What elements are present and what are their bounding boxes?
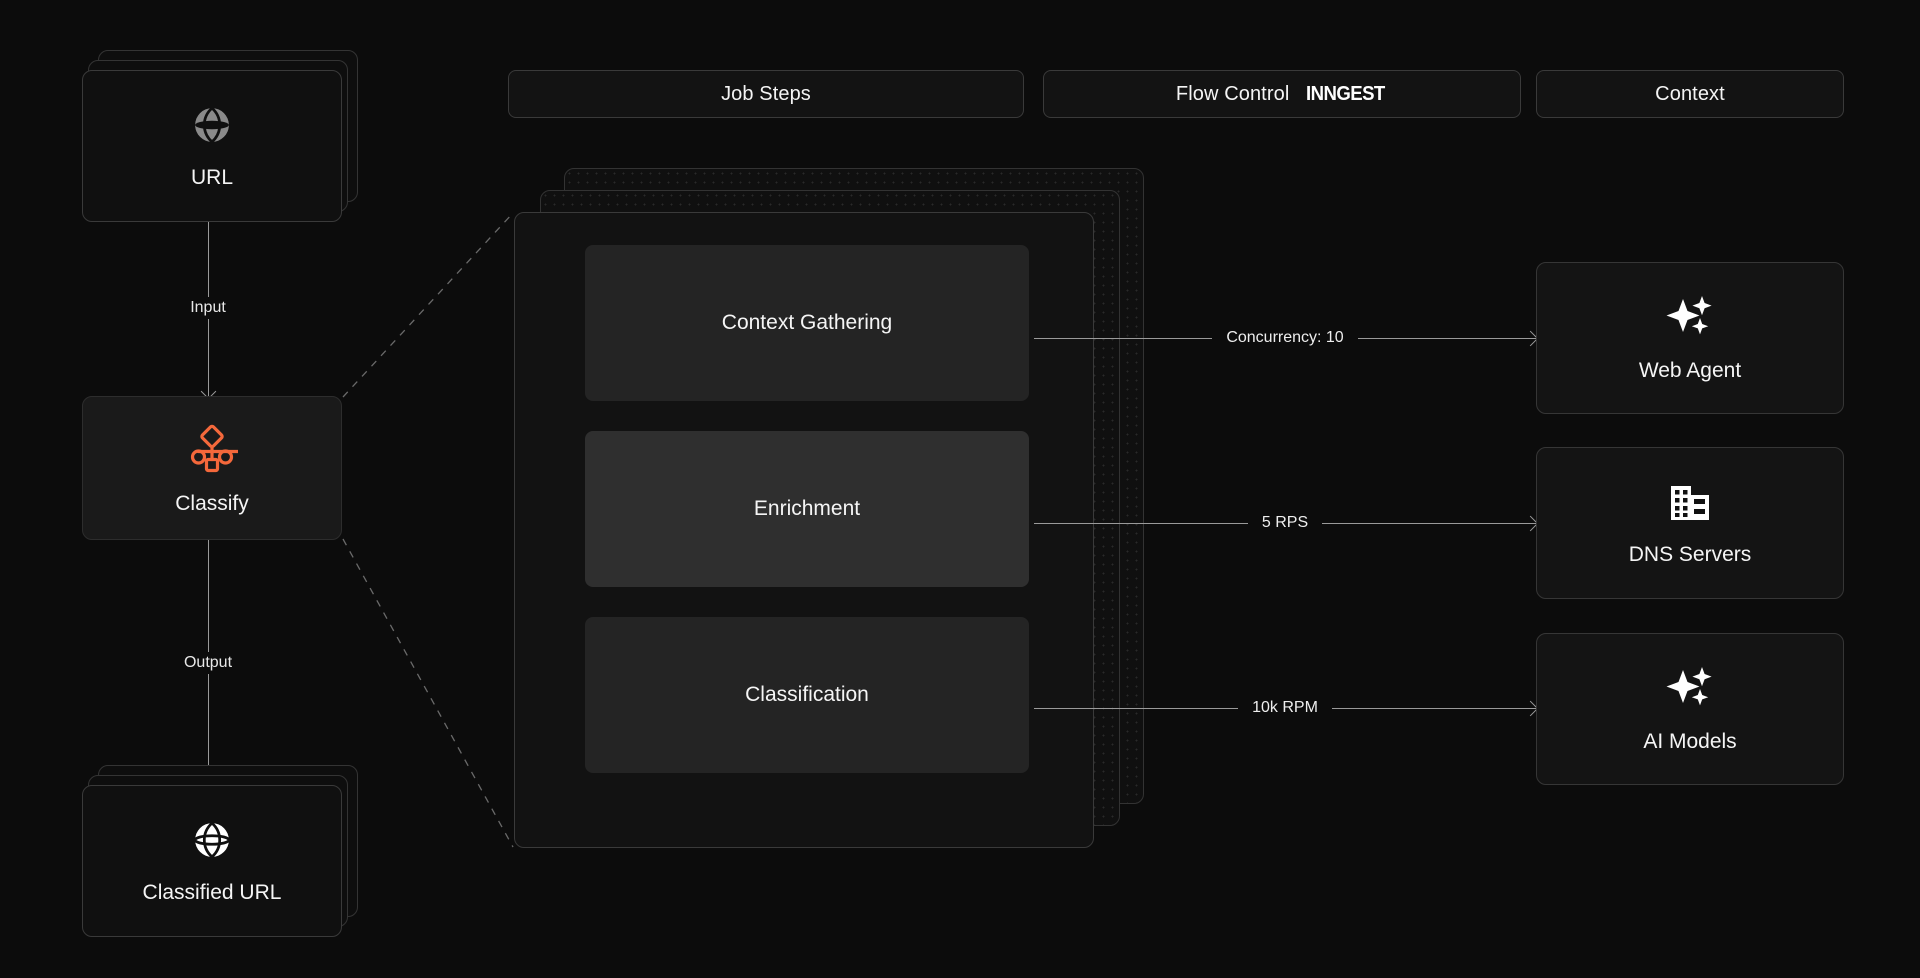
- job-step-context-gathering[interactable]: Context Gathering: [585, 245, 1029, 401]
- header-pill-flow-control[interactable]: Flow Control INNGEST: [1043, 70, 1521, 118]
- resource-ai-models[interactable]: AI Models: [1536, 633, 1844, 785]
- building-icon: [1667, 480, 1713, 529]
- resource-web-agent[interactable]: Web Agent: [1536, 262, 1844, 414]
- workflow-icon: [186, 421, 241, 478]
- inngest-logo: INNGEST: [1306, 82, 1386, 105]
- connector-line-left: [1034, 337, 1213, 339]
- header-pill-label: Flow Control: [1175, 82, 1290, 105]
- header-pill-context[interactable]: Context: [1536, 70, 1844, 118]
- sparkles-icon: [1664, 665, 1716, 716]
- resource-label: DNS Servers: [1628, 542, 1752, 566]
- connector-label: Concurrency: 10: [1226, 329, 1344, 346]
- header-pill-job-steps[interactable]: Job Steps: [508, 70, 1024, 118]
- header-pill-label: Context: [1655, 82, 1725, 105]
- edge-label-output: Output: [173, 652, 243, 674]
- edge-label-input: Input: [180, 297, 236, 319]
- globe-icon: [190, 103, 234, 152]
- sparkles-icon: [1664, 294, 1716, 345]
- node-classified-url-label: Classified URL: [142, 880, 282, 904]
- node-classify[interactable]: Classify: [82, 396, 342, 540]
- header-pill-label: Job Steps: [721, 82, 811, 105]
- job-step-enrichment[interactable]: Enrichment: [585, 431, 1029, 587]
- resource-label: Web Agent: [1638, 358, 1742, 382]
- job-step-classification[interactable]: Classification: [585, 617, 1029, 773]
- connector-line-right: [1331, 707, 1537, 709]
- connector-line-left: [1034, 707, 1239, 709]
- node-classify-label: Classify: [175, 491, 249, 515]
- node-url-label: URL: [190, 165, 233, 189]
- node-classified-url[interactable]: Classified URL: [82, 785, 342, 937]
- globe-icon: [190, 818, 234, 867]
- node-url[interactable]: URL: [82, 70, 342, 222]
- connector-rps: 5 RPS: [1034, 515, 1539, 531]
- connector-concurrency: Concurrency: 10: [1034, 330, 1539, 346]
- resource-dns-servers[interactable]: DNS Servers: [1536, 447, 1844, 599]
- connector-label: 10k RPM: [1252, 699, 1318, 716]
- connector-label: 5 RPS: [1261, 514, 1309, 531]
- connector-rpm: 10k RPM: [1034, 700, 1539, 716]
- resource-label: AI Models: [1643, 729, 1737, 753]
- connector-line-left: [1034, 522, 1248, 524]
- job-steps-panel: Context Gathering Enrichment Classificat…: [514, 212, 1094, 848]
- connector-line-right: [1357, 337, 1537, 339]
- connector-line-right: [1322, 522, 1536, 524]
